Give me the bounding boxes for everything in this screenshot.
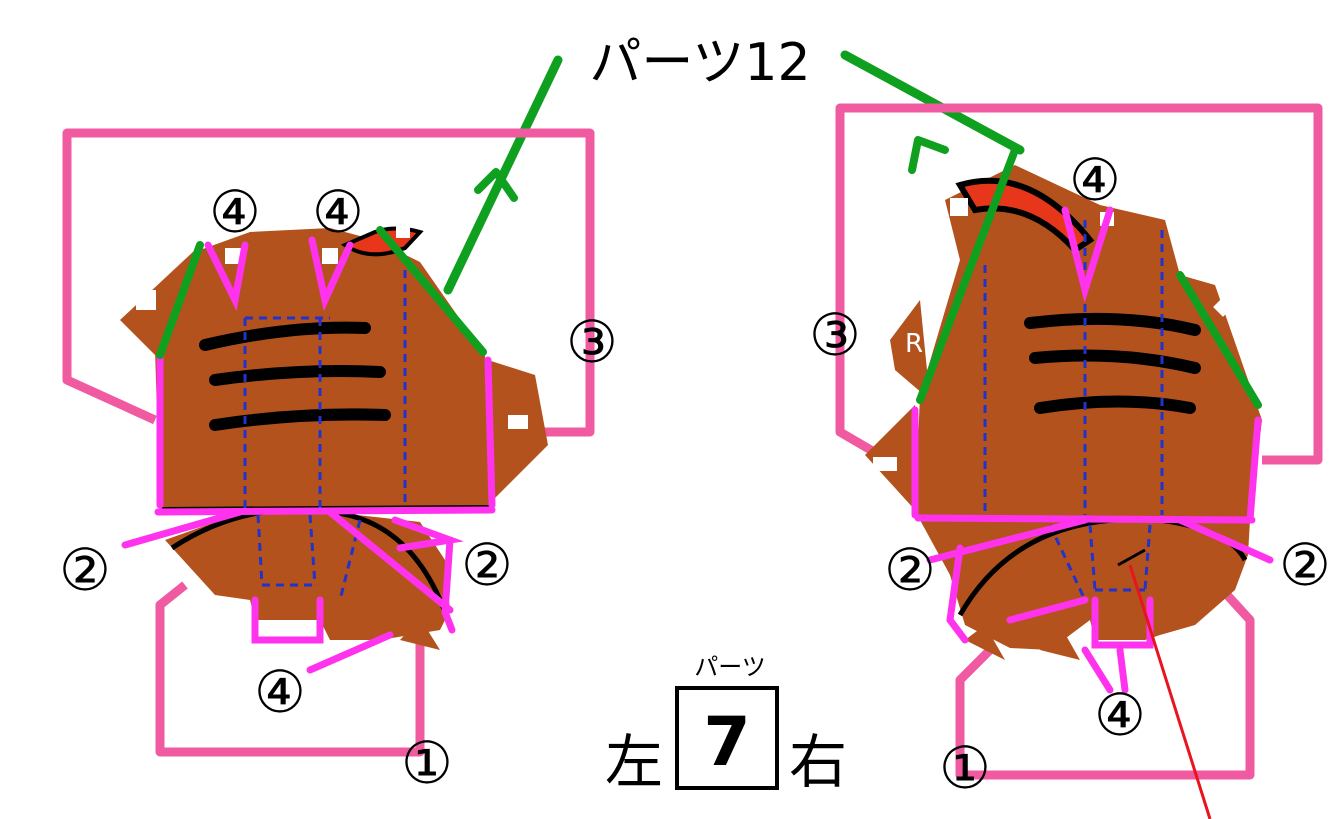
right-callout-2a: ②: [884, 536, 936, 604]
right-callout-1: ①: [939, 734, 991, 802]
title-group: パーツ12: [443, 33, 1025, 295]
part-caption-left: 左: [605, 728, 663, 796]
left-tab-left: [120, 250, 195, 360]
left-markers: [136, 224, 528, 429]
right-callout-3: ③: [809, 301, 861, 369]
right-lower-flaps: [965, 625, 1080, 660]
left-outline-top: [62, 128, 595, 437]
right-lower-body: [920, 520, 1250, 650]
left-callout-4c: ④: [254, 658, 306, 726]
right-green-arrow: [908, 136, 949, 174]
right-callout-2b: ②: [1279, 531, 1330, 599]
left-side-mark: L: [458, 289, 473, 319]
right-stripes: [1024, 312, 1201, 414]
left-green-lines: [156, 226, 487, 359]
left-lower-flaps: [330, 615, 440, 650]
right-slit: [1117, 548, 1146, 567]
right-callouts: ④ ③ ② ② ④ ①: [809, 146, 1330, 802]
right-side-mark: R: [905, 329, 923, 359]
part-caption: パーツ 7 左 右: [605, 653, 847, 796]
left-stripes: [199, 321, 391, 431]
left-fold-lines: [243, 270, 407, 601]
left-magenta-lines: [121, 236, 496, 674]
right-callout-4b: ④: [1094, 681, 1146, 749]
right-magenta-lines: [911, 206, 1274, 694]
red-pointer-line: [1128, 564, 1212, 819]
left-lower-body: [165, 512, 450, 640]
left-callouts: ④ ④ ③ ② ② ④ ①: [59, 178, 618, 797]
title-leader-left-arrow: [474, 168, 518, 202]
left-callout-1: ①: [401, 729, 453, 797]
right-fold-lines: [983, 220, 1164, 601]
left-callout-2b: ②: [461, 531, 513, 599]
title-text: パーツ12: [589, 33, 810, 93]
left-outline-bottom: [155, 581, 425, 757]
left-piece: L ④ ④ ③ ② ② ④ ①: [59, 128, 618, 797]
right-markers: [873, 198, 1233, 471]
part-caption-right: 右: [789, 728, 847, 796]
right-piece: R ④ ③ ② ② ④ ①: [809, 103, 1330, 819]
left-callout-4b: ④: [312, 178, 364, 246]
right-upper-body: [915, 165, 1262, 520]
part-number: 7: [703, 703, 750, 782]
right-tab-left: [890, 300, 930, 400]
right-outline-top: [835, 103, 1323, 465]
left-callout-3: ③: [566, 308, 618, 376]
title-leader-right: [840, 50, 1025, 155]
left-tab-right: [488, 360, 548, 505]
right-callout-4a: ④: [1069, 146, 1121, 214]
title-leader-left: [443, 55, 563, 295]
part-caption-ruby: パーツ: [694, 653, 766, 681]
left-callout-4a: ④: [209, 178, 261, 246]
part-number-box: [675, 686, 779, 790]
right-outline-bottom: [955, 581, 1255, 780]
right-green-lines: [916, 146, 1262, 409]
left-callout-2a: ②: [59, 536, 111, 604]
